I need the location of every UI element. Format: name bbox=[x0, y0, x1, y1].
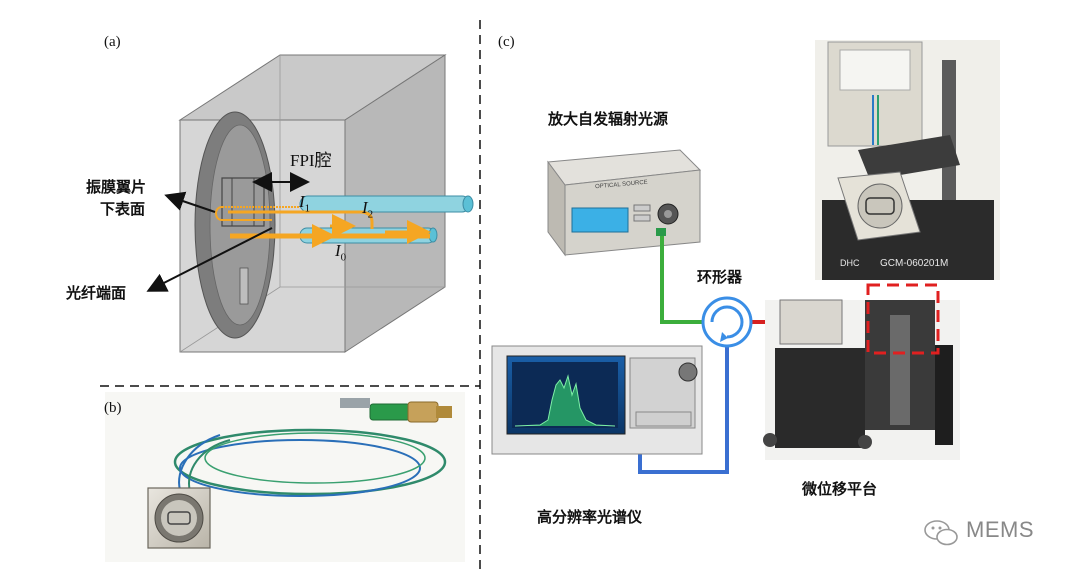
wechat-icon bbox=[924, 520, 958, 546]
watermark-text: MEMS bbox=[966, 517, 1034, 542]
panel-c-tag: (c) bbox=[498, 34, 515, 50]
i2-symbol: I bbox=[362, 198, 368, 217]
i0-symbol: I bbox=[335, 241, 341, 260]
fiber-end-label: 光纤端面 bbox=[66, 284, 127, 302]
intensity-i2-label: I2 bbox=[362, 198, 373, 220]
panel-b-tag: (b) bbox=[104, 400, 122, 416]
i1-symbol: I bbox=[299, 192, 305, 211]
i2-subscript: 2 bbox=[367, 208, 374, 221]
ase-source-label: 放大自发辐射光源 bbox=[548, 110, 669, 128]
osa-label: 高分辨率光谱仪 bbox=[537, 508, 643, 526]
intensity-i1-label: I1 bbox=[299, 192, 310, 214]
diaphragm-label-line2: 下表面 bbox=[100, 200, 146, 218]
highlight-box bbox=[866, 283, 940, 355]
fpi-cavity-label: FPI腔 bbox=[290, 151, 332, 170]
sensor-cube bbox=[178, 54, 474, 353]
panel-a-tag: (a) bbox=[104, 34, 121, 50]
circulator-symbol bbox=[701, 296, 753, 348]
circulator-label: 环形器 bbox=[697, 268, 743, 286]
i1-subscript: 1 bbox=[304, 202, 311, 215]
diaphragm-label-line1: 振膜翼片 bbox=[86, 178, 147, 196]
stage-photo bbox=[763, 40, 1000, 460]
intensity-i0-label: I0 bbox=[335, 241, 346, 263]
blue-fiber bbox=[638, 340, 729, 474]
sensor-photo bbox=[105, 392, 465, 562]
green-fiber bbox=[660, 236, 712, 324]
osa-device bbox=[491, 345, 703, 455]
i0-subscript: 0 bbox=[340, 251, 347, 264]
stage-logo-text: DHC bbox=[840, 258, 860, 268]
ase-device bbox=[547, 149, 702, 257]
stage-brand-text: GCM-060201M bbox=[880, 258, 949, 269]
stage-label: 微位移平台 bbox=[802, 480, 878, 498]
